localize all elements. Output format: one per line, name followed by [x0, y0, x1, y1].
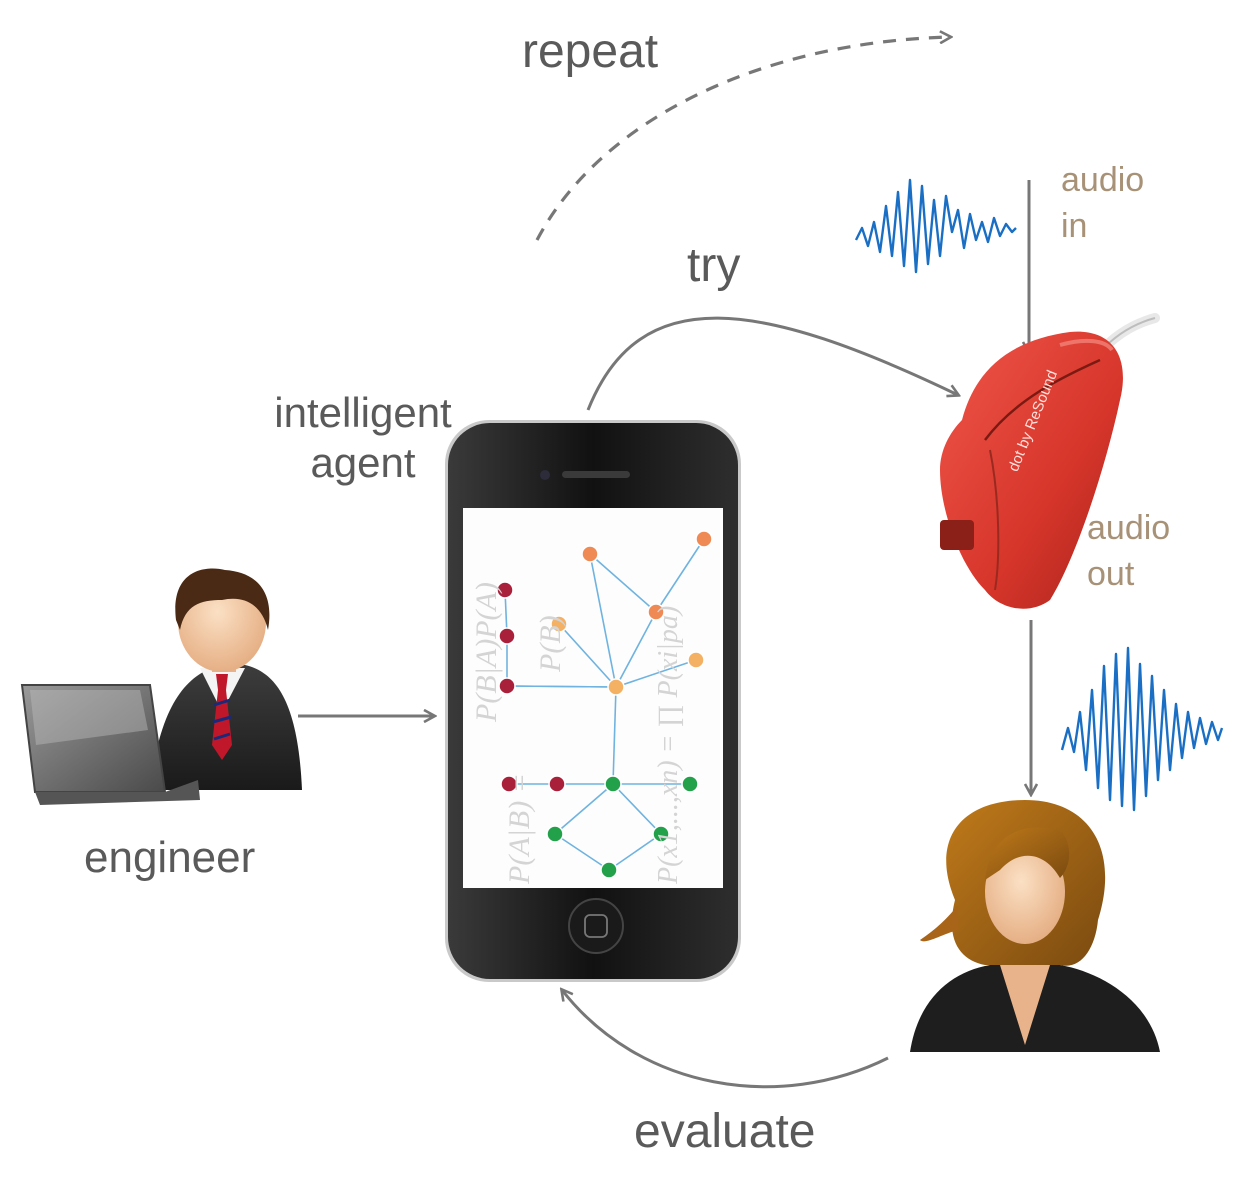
repeat-label: repeat — [522, 25, 659, 78]
bayes-numerator-formula: P(B|A)P(A) — [470, 582, 503, 722]
network-node — [681, 775, 699, 793]
network-node — [581, 545, 599, 563]
network-node — [498, 627, 516, 645]
network-node — [600, 861, 618, 879]
network-edge — [655, 538, 705, 613]
evaluate-arrow — [562, 990, 889, 1089]
network-edge — [589, 553, 617, 688]
network-edge — [612, 783, 662, 835]
audio-out-line-1: audio — [1087, 509, 1171, 547]
bayes-denominator-formula: P(B) — [534, 615, 567, 672]
network-node — [548, 775, 566, 793]
network-edge — [615, 611, 657, 688]
audio-out-label: audio out — [1087, 505, 1170, 597]
network-edge — [554, 833, 610, 871]
network-node — [546, 825, 564, 843]
woman-avatar-icon — [910, 800, 1160, 1052]
network-node — [607, 678, 625, 696]
joint-probability-formula: P(x1,...,xn) = ∏ P(xi|pa) — [653, 605, 684, 884]
network-edge — [608, 833, 662, 871]
network-node — [647, 603, 665, 621]
audio-in-waveform — [854, 178, 1017, 274]
network-node — [652, 825, 670, 843]
bayesian-network-icon — [496, 530, 713, 879]
try-label: try — [687, 239, 741, 292]
network-node — [604, 775, 622, 793]
audio-out-waveform — [1060, 646, 1224, 812]
hearing-aid-icon — [940, 313, 1160, 609]
network-node — [496, 581, 514, 599]
network-node — [695, 530, 713, 548]
network-edge — [589, 553, 657, 613]
network-edge — [558, 623, 617, 688]
evaluate-label: evaluate — [634, 1105, 816, 1158]
network-node — [498, 677, 516, 695]
network-edge — [506, 685, 617, 688]
audio-in-line-2: in — [1061, 207, 1088, 246]
audio-out-line-2: out — [1087, 555, 1135, 594]
bayes-left-formula: P(A|B) = — [503, 773, 536, 884]
intelligent-label-line: intelligent — [274, 389, 452, 436]
engineer-label: engineer — [84, 833, 256, 882]
agent-label-line: agent — [310, 439, 416, 487]
network-edge — [615, 659, 697, 688]
audio-in-line-1: audio — [1061, 161, 1145, 199]
audio-in-label: audio in — [1061, 157, 1144, 249]
network-node — [500, 775, 518, 793]
network-node — [550, 615, 568, 633]
intelligent-agent-label: intelligent agent — [252, 388, 474, 489]
repeat-arrow — [535, 37, 950, 241]
try-arrow — [586, 316, 958, 411]
network-edge — [612, 686, 617, 785]
network-node — [687, 651, 705, 669]
network-edge — [554, 783, 614, 835]
engineer-icon — [20, 568, 302, 805]
